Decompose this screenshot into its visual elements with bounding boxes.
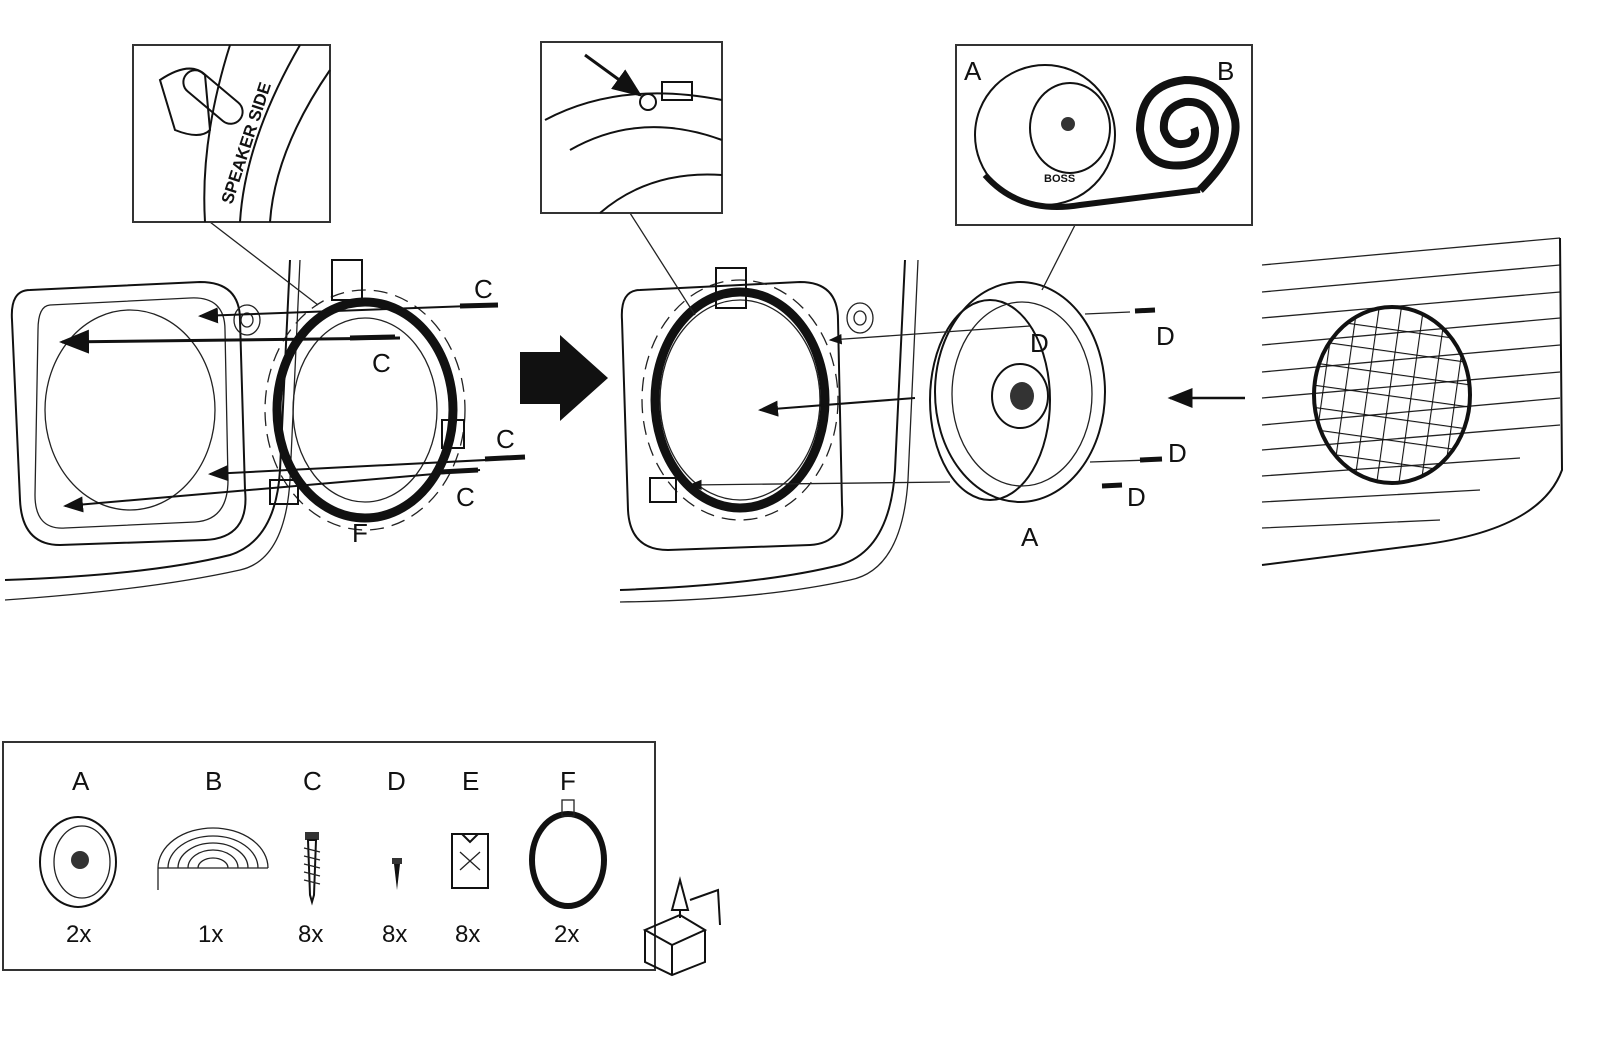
part-letter: A (72, 766, 90, 796)
label-d: D (1127, 482, 1146, 512)
parts-labels: A B C D E F 2x 1x 8x 8x 8x 2x (66, 766, 579, 948)
part-f-bracket-icon (529, 799, 607, 909)
part-d-screw-icon (392, 858, 402, 890)
part-e-clip-icon (451, 833, 489, 889)
package-box-icon (642, 876, 721, 977)
speaker-cable-inset: BOSS A B (955, 44, 1253, 291)
inset-label-a: A (964, 56, 982, 86)
label-d: D (1156, 321, 1175, 351)
part-count: 2x (66, 921, 91, 948)
part-letter: E (462, 766, 479, 796)
part-a-icon (39, 816, 117, 908)
label-c: C (474, 274, 493, 304)
label-c: C (372, 348, 391, 378)
step1-screws (59, 302, 526, 513)
part-letter: B (205, 766, 222, 796)
part-letter: C (303, 766, 322, 796)
part-count: 8x (455, 921, 480, 948)
speaker-grille (1312, 305, 1472, 485)
inset-label-b: B (1217, 56, 1234, 86)
part-count: 8x (382, 921, 407, 948)
speaker (929, 281, 1106, 503)
step1-door-panel (4, 259, 301, 601)
step2-door-panel (619, 259, 919, 603)
part-letter: F (560, 766, 576, 796)
label-d: D (1168, 438, 1187, 468)
label-c: C (496, 424, 515, 454)
part-letter: D (387, 766, 406, 796)
part-c-screw-icon (303, 832, 321, 906)
label-f: F (352, 518, 368, 548)
speaker-brand: BOSS (1044, 173, 1075, 185)
step2-screws (688, 307, 1163, 491)
part-count: 2x (554, 921, 579, 948)
step2-detail-inset (540, 41, 723, 316)
label-d: D (1030, 328, 1049, 358)
door-trim-with-grille (1261, 237, 1564, 566)
label-a: A (1021, 522, 1039, 552)
part-count: 8x (298, 921, 323, 948)
label-c: C (456, 482, 475, 512)
step1-speaker-bracket (264, 259, 466, 531)
step2-speaker-bracket (641, 267, 839, 521)
parts-list-box (2, 741, 656, 971)
part-b-cable-icon (157, 827, 269, 890)
next-step-arrow (520, 335, 608, 421)
part-count: 1x (198, 921, 223, 948)
step1-detail-inset: SPEAKER SIDE (132, 44, 331, 306)
